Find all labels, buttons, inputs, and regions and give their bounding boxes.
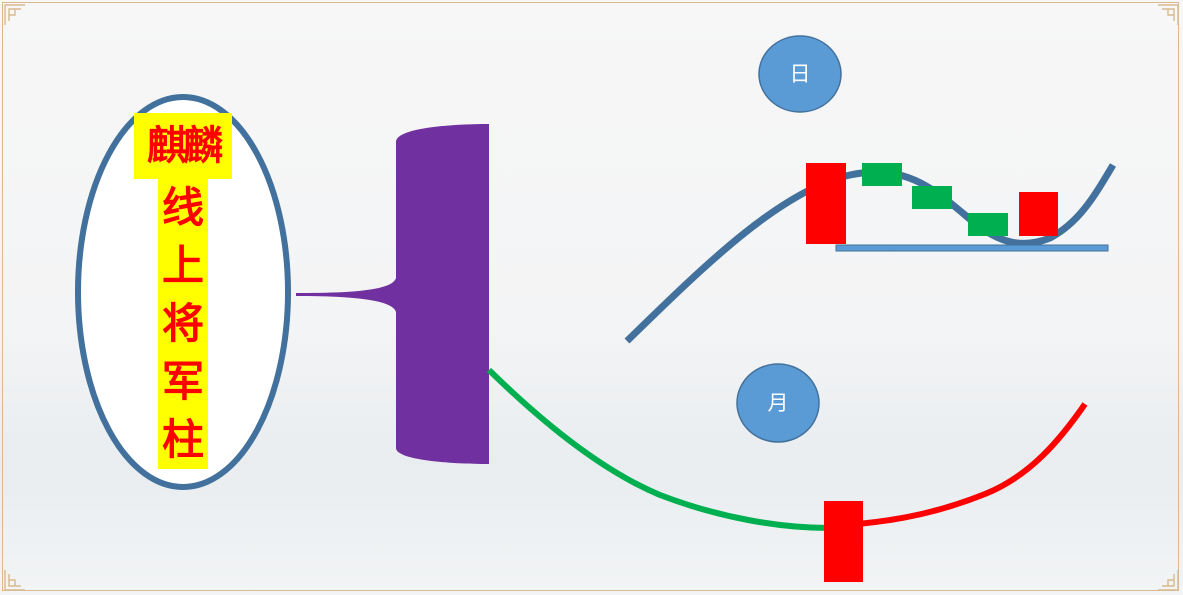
- month-circle: [736, 363, 820, 443]
- corner-ornament-icon: [1156, 568, 1180, 592]
- corner-ornament-icon: [3, 568, 27, 592]
- day-baseline: [835, 244, 1109, 252]
- day-candle-up-2: [1019, 192, 1058, 236]
- corner-ornament-icon: [3, 3, 27, 27]
- day-candle-down-2: [912, 186, 952, 209]
- day-circle: [758, 35, 842, 113]
- day-candle-down-3: [968, 213, 1008, 236]
- day-curve: [624, 163, 1117, 344]
- month-label: 月: [767, 391, 789, 415]
- title-line1-highlight: 麒麟: [134, 113, 232, 179]
- month-curve-up: [857, 402, 1088, 527]
- title-char: 线: [161, 183, 204, 232]
- corner-ornament-icon: [1156, 3, 1180, 27]
- title-line1: 麒麟: [147, 123, 223, 169]
- brace-connector: [296, 124, 489, 464]
- title-char: 柱: [161, 415, 204, 464]
- month-curve-down: [486, 367, 831, 531]
- day-candle-up-1: [806, 163, 846, 244]
- title-char: 上: [161, 241, 204, 290]
- title-column-highlight: 线 上 将 军 柱: [158, 179, 208, 469]
- day-candle-down-1: [862, 163, 902, 186]
- day-label: 日: [789, 62, 811, 86]
- title-char: 军: [161, 357, 204, 406]
- title-char: 将: [161, 299, 204, 348]
- month-candle-up: [824, 501, 863, 582]
